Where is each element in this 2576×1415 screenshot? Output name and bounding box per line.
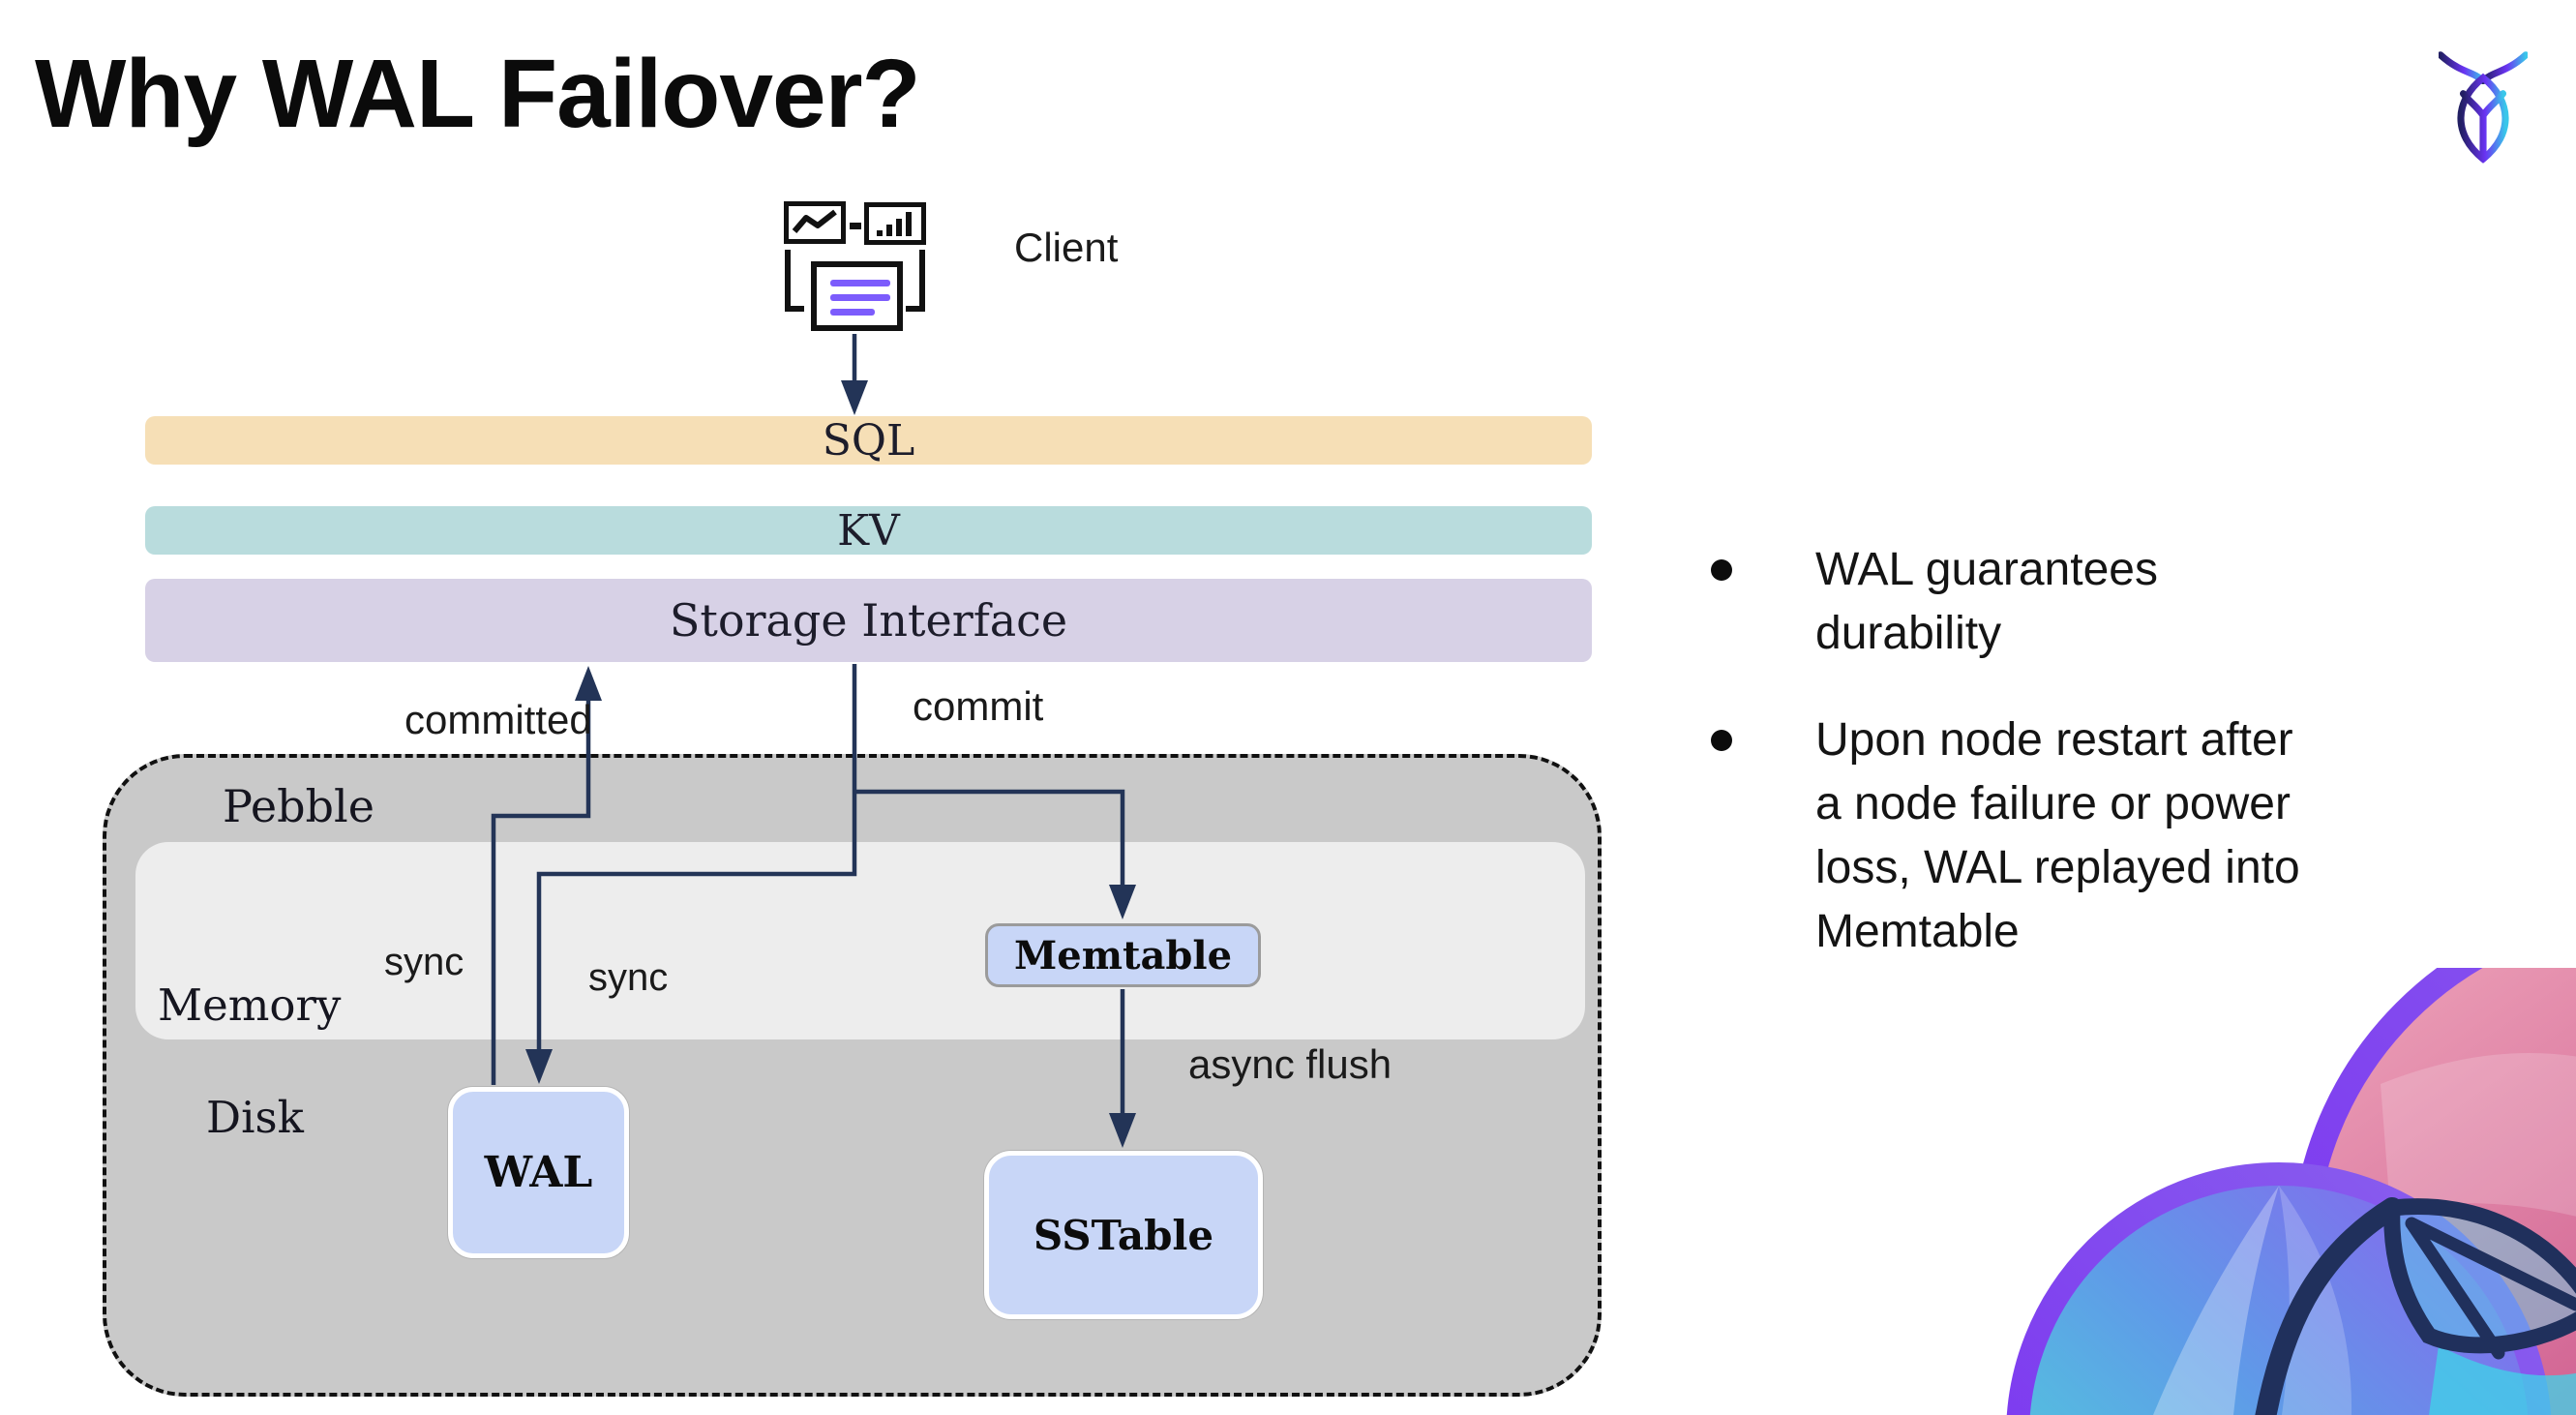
document-icon xyxy=(811,261,903,331)
wal-label: WAL xyxy=(484,1148,593,1197)
sync-left-label: sync xyxy=(384,941,464,983)
sstable-box: SSTable xyxy=(984,1151,1263,1319)
memory-label: Memory xyxy=(158,979,342,1031)
arrowhead-storage xyxy=(575,666,602,701)
client-icon xyxy=(784,199,929,335)
async-flush-label: async flush xyxy=(1188,1041,1393,1087)
committed-label: committed xyxy=(404,697,592,742)
dash-icon xyxy=(850,223,861,229)
blue-sphere xyxy=(2006,1162,2552,1415)
layer-label-kv: KV xyxy=(837,505,900,556)
commit-label: commit xyxy=(913,683,1044,729)
bullet-list: WAL guarantees durability Upon node rest… xyxy=(1711,538,2330,1007)
list-item: Upon node restart after a node failure o… xyxy=(1711,708,2330,964)
list-item: WAL guarantees durability xyxy=(1711,538,2330,666)
layer-label-storage-interface: Storage Interface xyxy=(669,594,1068,647)
bullet-icon xyxy=(1711,559,1732,581)
logo-antenna-right xyxy=(2479,51,2530,85)
layer-bar-storage-interface: Storage Interface xyxy=(145,579,1592,662)
leaf-overlay xyxy=(2255,1197,2576,1415)
decorative-spheres-graphic xyxy=(2006,968,2576,1415)
bullet-text: Upon node restart after a node failure o… xyxy=(1815,714,2300,957)
memory-band xyxy=(135,842,1585,1039)
bracket-right-icon xyxy=(906,250,925,312)
layer-label-sql: SQL xyxy=(822,415,915,466)
layer-bar-kv: KV xyxy=(145,505,1592,556)
client-label: Client xyxy=(1014,225,1119,270)
disk-label: Disk xyxy=(206,1092,304,1143)
slide-title: Why WAL Failover? xyxy=(35,40,921,148)
bar-chart-icon xyxy=(864,202,926,245)
logo-antenna-left xyxy=(2437,51,2487,85)
bullet-icon xyxy=(1711,730,1732,751)
bullet-text: WAL guarantees durability xyxy=(1815,544,2158,659)
memtable-box: Memtable xyxy=(985,923,1261,987)
arrowhead-sql xyxy=(841,380,868,415)
bracket-left-icon xyxy=(785,250,804,312)
wal-box: WAL xyxy=(448,1087,629,1258)
cockroachdb-logo-icon xyxy=(2437,46,2530,169)
pebble-label: Pebble xyxy=(223,780,374,832)
layer-bar-sql: SQL xyxy=(145,415,1592,466)
line-chart-icon xyxy=(784,201,846,244)
sync-right-label: sync xyxy=(588,956,669,999)
sstable-label: SSTable xyxy=(1033,1211,1214,1259)
memtable-label: Memtable xyxy=(1013,932,1233,978)
logo-vein xyxy=(2459,90,2507,162)
